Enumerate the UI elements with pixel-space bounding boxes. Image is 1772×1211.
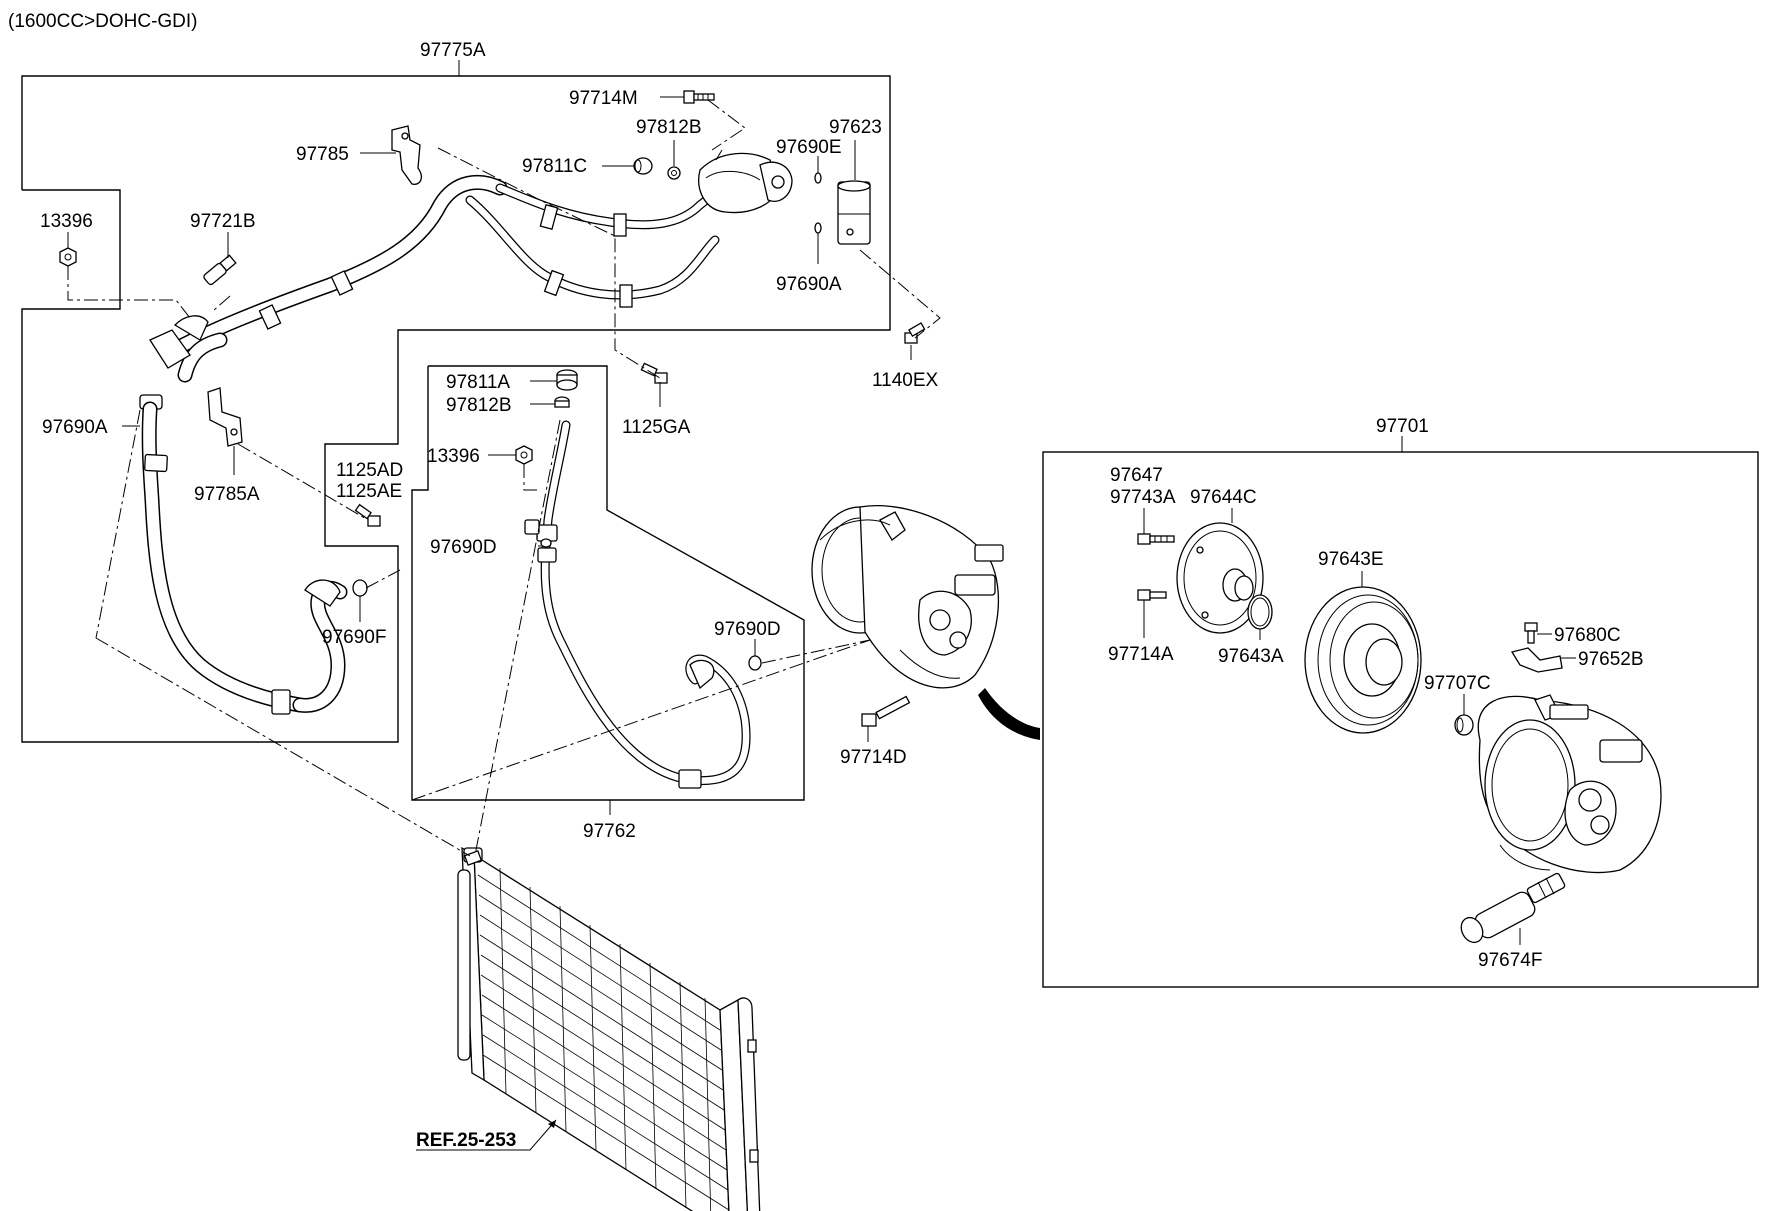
discharge-hose-frame	[21, 60, 891, 743]
callout-97652B: 97652B	[1578, 649, 1644, 670]
callout-97743A: 97743A	[1110, 487, 1176, 508]
expansion-valve-97623	[837, 180, 871, 245]
callout-97714D: 97714D	[840, 747, 907, 768]
callout-97643E: 97643E	[1318, 549, 1384, 570]
callout-97680C: 97680C	[1554, 625, 1621, 646]
suction-hose	[141, 401, 348, 715]
nut-97812B-top	[667, 166, 681, 180]
pressure-switch-97674F	[1460, 872, 1566, 944]
callout-97647: 97647	[1110, 465, 1163, 486]
callout-labels: 97714M 97812B 97623 97785 97811C 97690E …	[40, 88, 1644, 971]
snap-ring-97643A	[1247, 594, 1273, 630]
nut-13396-mid	[515, 445, 533, 465]
callout-97785: 97785	[296, 144, 349, 165]
callout-13396-left: 13396	[40, 211, 93, 232]
callout-97811A: 97811A	[446, 372, 510, 393]
callout-1125GA: 1125GA	[622, 417, 691, 438]
bolt-1140EX	[904, 322, 926, 344]
assembly-label-97701: 97701	[1376, 416, 1429, 437]
condenser	[457, 846, 761, 1211]
bolt-97714A	[1137, 589, 1167, 601]
callout-97690D-left: 97690D	[430, 537, 497, 558]
callout-97644C: 97644C	[1190, 487, 1257, 508]
sensor-97721B	[203, 254, 237, 286]
compressor-body	[1477, 694, 1662, 874]
liquid-tube	[524, 420, 751, 789]
callout-97690A-left: 97690A	[42, 417, 108, 438]
bolt-97714D	[861, 695, 911, 727]
callout-97721B: 97721B	[190, 211, 256, 232]
dashed-assembly-lines	[67, 99, 941, 857]
ref-arrowhead	[548, 1120, 556, 1128]
nut-97812B-mid	[554, 396, 570, 408]
bolt-97680C	[1524, 622, 1538, 644]
bracket-97785A	[207, 387, 243, 447]
compressor-installed	[811, 505, 1004, 689]
cap-97811A	[556, 369, 578, 391]
callout-97643A: 97643A	[1218, 646, 1284, 667]
callout-13396-mid: 13396	[427, 446, 480, 467]
liquid-tube-frame	[411, 365, 805, 815]
engine-spec-label: (1600CC>DOHC-GDI)	[8, 11, 198, 32]
oring-97690D-right	[748, 655, 762, 671]
nut-13396-left	[59, 247, 77, 267]
callout-97690E: 97690E	[776, 137, 842, 158]
callout-97707C: 97707C	[1424, 673, 1491, 694]
callout-1125AE: 1125AE	[336, 481, 402, 502]
callout-1125AD: 1125AD	[336, 460, 403, 481]
assembly-label-97762: 97762	[583, 821, 636, 842]
callout-97785A: 97785A	[194, 484, 260, 505]
compressor-frame	[1042, 436, 1759, 988]
bolt-1125GA	[640, 362, 668, 384]
callout-97812B-mid: 97812B	[446, 395, 512, 416]
bracket-97652B	[1510, 647, 1563, 673]
oring-97690E	[814, 172, 822, 184]
connector-arrow	[978, 688, 1040, 740]
callout-97714A: 97714A	[1108, 644, 1174, 665]
cap-97811C	[633, 157, 653, 175]
bolt-97647	[1137, 533, 1175, 545]
callout-97674F: 97674F	[1478, 950, 1542, 971]
callout-97714M: 97714M	[569, 88, 638, 109]
pulley-97643E	[1304, 586, 1422, 734]
oring-97690D-left	[540, 538, 552, 548]
callout-1140EX: 1140EX	[872, 370, 939, 391]
bracket-97785	[391, 125, 422, 185]
bolt-1125AD	[354, 503, 381, 527]
callout-97690D-right: 97690D	[714, 619, 781, 640]
condenser-reference[interactable]: REF.25-253	[416, 1130, 516, 1151]
callout-97812B-top: 97812B	[636, 117, 702, 138]
oring-97690A-top	[814, 222, 822, 234]
callout-97623: 97623	[829, 117, 882, 138]
oring-97690F	[352, 579, 368, 597]
callout-97690A-right: 97690A	[776, 274, 842, 295]
discharge-hose	[162, 152, 793, 383]
callout-97690F: 97690F	[322, 627, 386, 648]
callout-97811C: 97811C	[522, 156, 587, 177]
bushing-97707C	[1454, 714, 1474, 736]
hub-97644C	[1176, 522, 1264, 634]
assembly-label-97775A: 97775A	[420, 40, 486, 61]
